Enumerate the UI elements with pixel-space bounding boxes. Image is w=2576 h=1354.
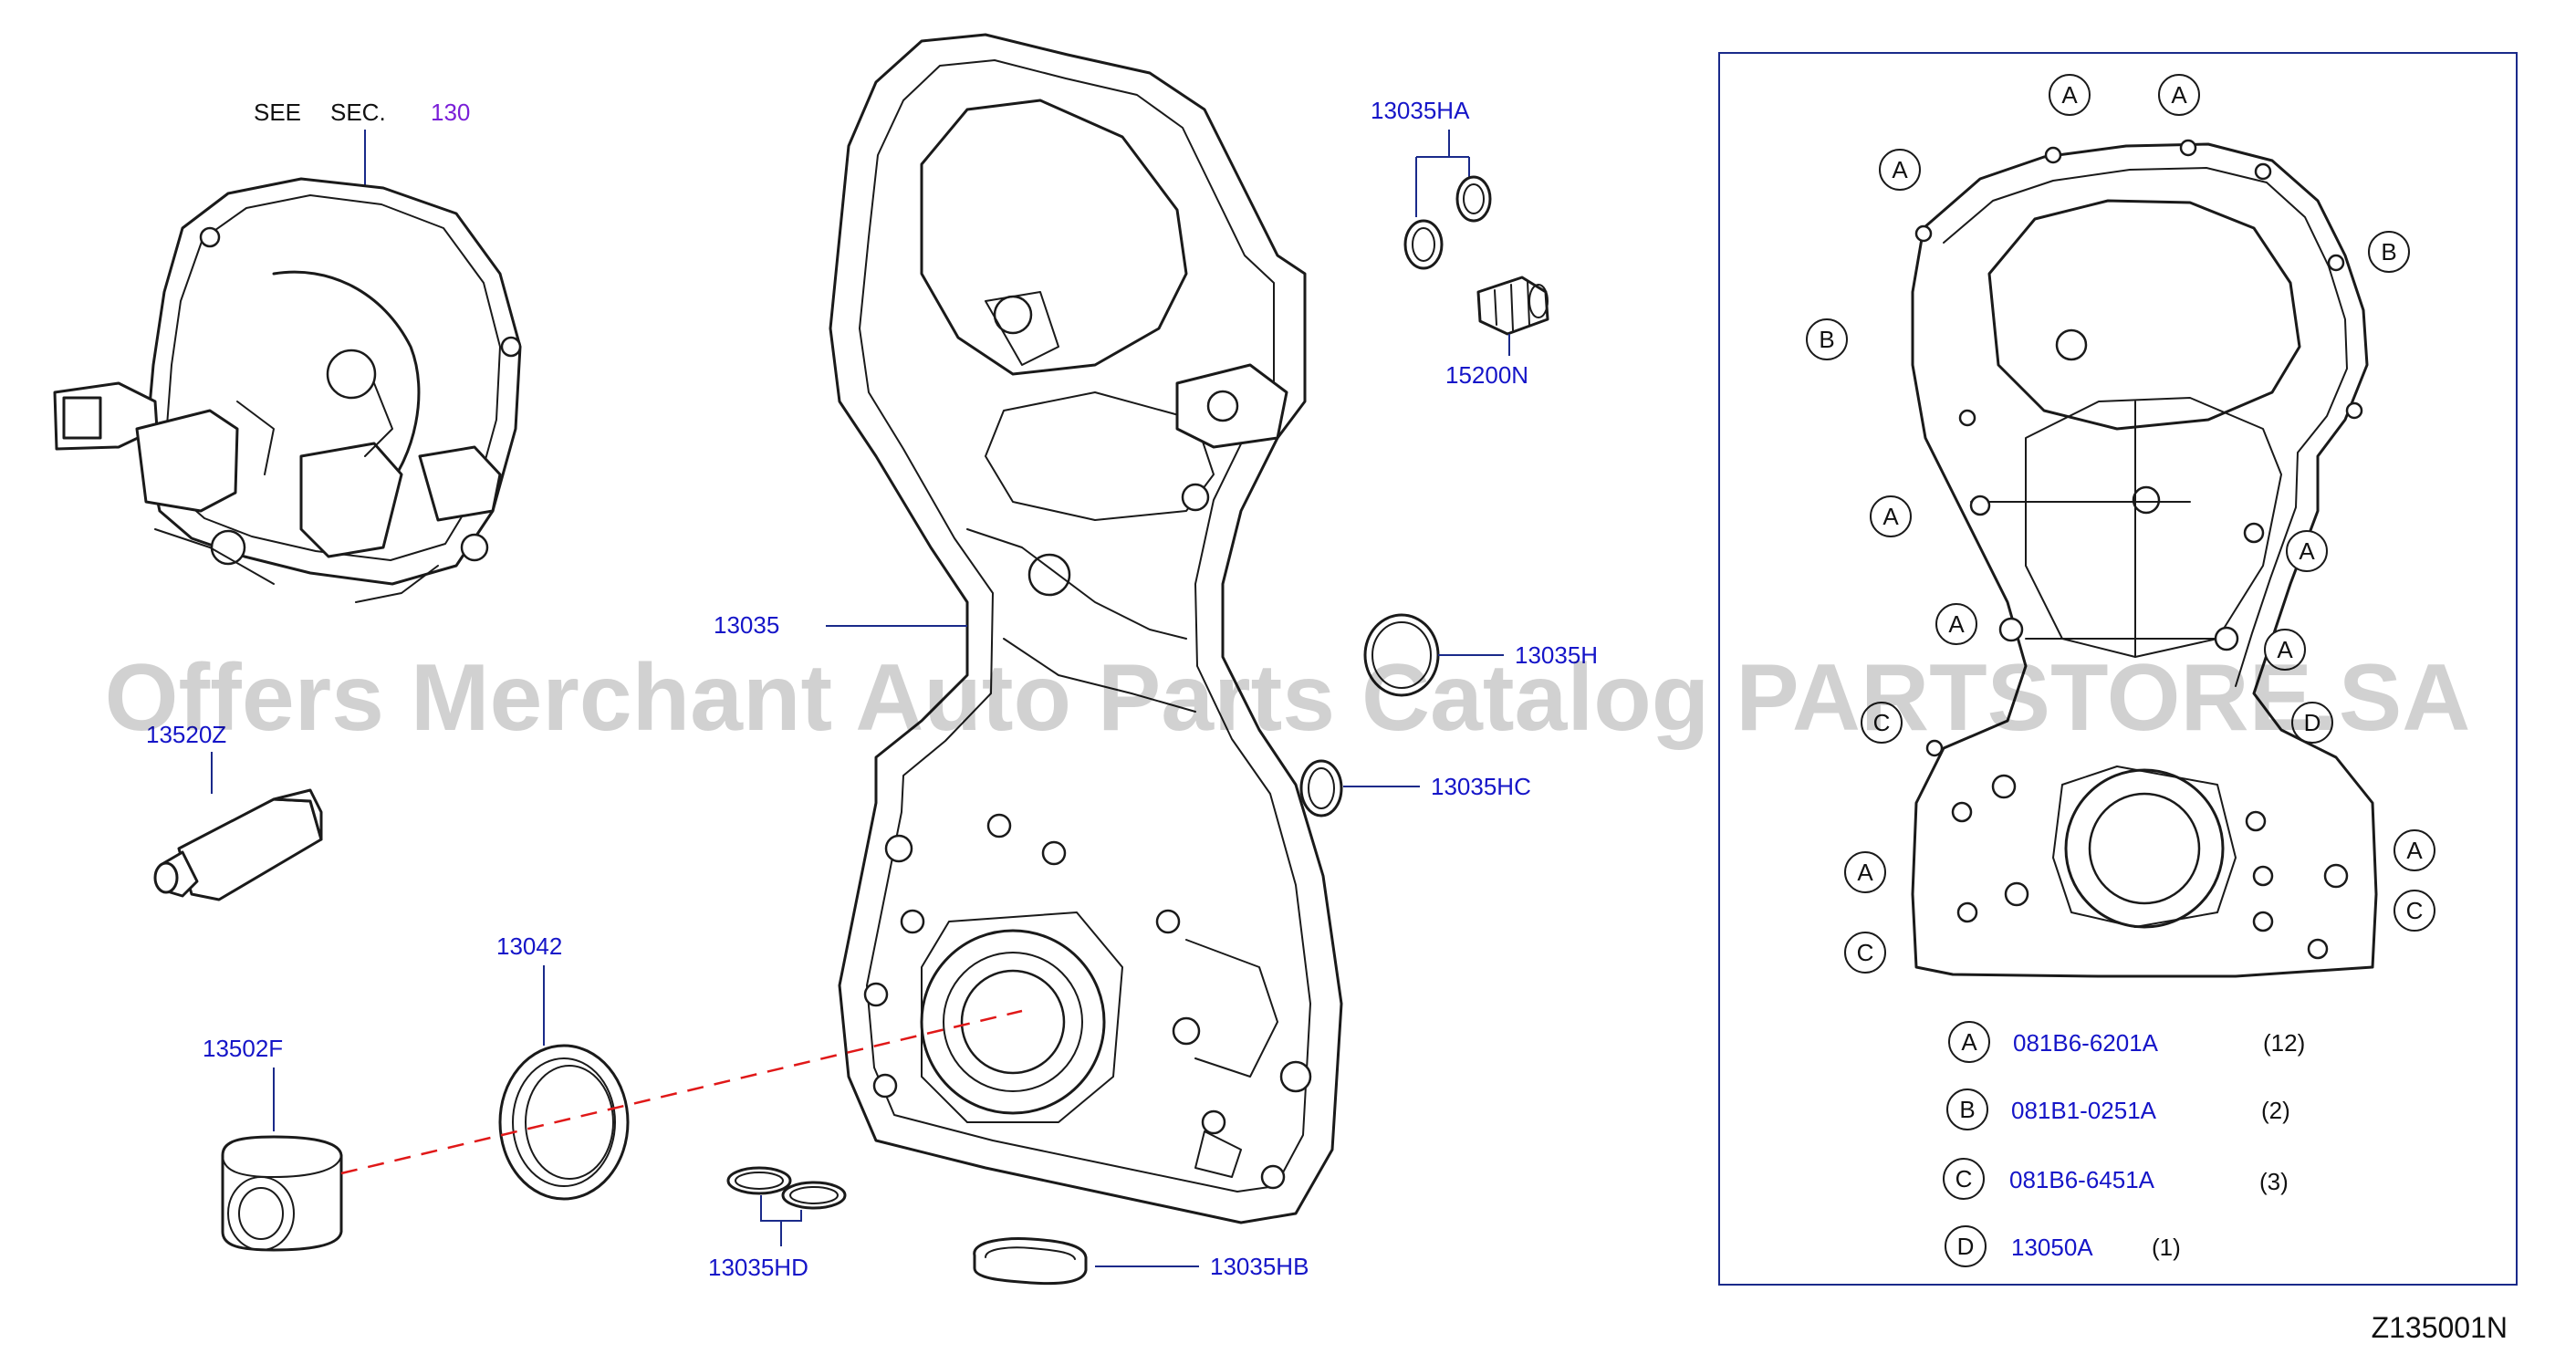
sec-label: SEC.	[330, 99, 386, 126]
svg-text:B: B	[2381, 238, 2396, 266]
alignment-axis	[340, 1009, 1023, 1175]
part-13035HD[interactable]: 13035HD	[708, 1166, 847, 1281]
part-number-13035HD[interactable]: 13035HD	[708, 1254, 808, 1281]
callout-d-1[interactable]: D	[2291, 702, 2333, 744]
o-ring-13035HA-2	[1455, 175, 1492, 223]
oil-seal-13042	[498, 1044, 630, 1201]
watermark: Offers Merchant Auto Parts Catalog PARTS…	[105, 645, 2471, 751]
part-13035HA[interactable]: 13035HA	[1371, 97, 1492, 270]
o-ring-13035HA-1	[1403, 219, 1444, 270]
front-cover-drawing	[829, 33, 1343, 1224]
part-13502F[interactable]: 13502F	[203, 1035, 343, 1252]
callout-a-9[interactable]: A	[2393, 829, 2435, 871]
svg-text:A: A	[1882, 503, 1899, 530]
legend-quantity: (1)	[2152, 1234, 2181, 1261]
o-ring-13035HC	[1299, 759, 1343, 818]
bolt-location-panel	[1718, 52, 2518, 1286]
drawing-id: Z135001N	[2372, 1311, 2508, 1344]
legend-part-number[interactable]: 081B6-6451A	[2009, 1166, 2155, 1193]
svg-text:A: A	[1961, 1028, 1977, 1056]
legend-row-d[interactable]: D 13050A (1)	[1945, 1225, 2181, 1267]
legend-row-c[interactable]: C 081B6-6451A (3)	[1943, 1158, 2289, 1200]
part-15200N[interactable]: 15200N	[1445, 276, 1549, 389]
legend-quantity: (12)	[2263, 1029, 2305, 1057]
sprocket-collar-13502F	[221, 1135, 343, 1252]
o-ring-13035HD-1	[726, 1166, 792, 1195]
callout-a-2[interactable]: A	[2158, 74, 2200, 116]
svg-text:C: C	[1873, 709, 1891, 736]
part-13035H[interactable]: 13035H	[1363, 613, 1598, 697]
svg-text:A: A	[1892, 156, 1908, 183]
part-number-13035HB[interactable]: 13035HB	[1210, 1253, 1309, 1280]
callout-a-7[interactable]: A	[2264, 629, 2306, 671]
legend-row-b[interactable]: B 081B1-0251A (2)	[1946, 1088, 2290, 1130]
svg-text:A: A	[1948, 610, 1965, 638]
svg-text:A: A	[2406, 837, 2423, 864]
callout-a-4[interactable]: A	[1870, 495, 1912, 537]
svg-text:A: A	[2299, 537, 2315, 565]
bolt-legend: A 081B6-6201A (12) B 081B1-0251A (2) C 0…	[1943, 1021, 2305, 1267]
legend-row-a[interactable]: A 081B6-6201A (12)	[1948, 1021, 2305, 1063]
callout-a-3[interactable]: A	[1879, 149, 1921, 191]
svg-text:C: C	[1955, 1165, 1973, 1193]
part-13035HB[interactable]: 13035HB	[973, 1237, 1309, 1286]
legend-part-number[interactable]: 081B1-0251A	[2011, 1097, 2157, 1124]
svg-text:B: B	[1819, 326, 1834, 353]
part-13035HC[interactable]: 13035HC	[1299, 759, 1531, 818]
callout-c-3[interactable]: C	[2393, 890, 2435, 932]
callout-a-8[interactable]: A	[1844, 851, 1886, 893]
part-number-13042[interactable]: 13042	[496, 932, 562, 960]
legend-quantity: (2)	[2261, 1097, 2290, 1124]
gasket-13035HB	[973, 1237, 1088, 1286]
callout-b-1[interactable]: B	[2368, 231, 2410, 273]
callout-c-2[interactable]: C	[1844, 932, 1886, 974]
leader-13035HD	[760, 1195, 802, 1246]
svg-text:D: D	[2304, 709, 2321, 736]
legend-part-number[interactable]: 081B6-6201A	[2013, 1029, 2159, 1057]
part-13042[interactable]: 13042	[496, 932, 630, 1201]
part-number-13035HC[interactable]: 13035HC	[1431, 773, 1531, 800]
part-number-13502F[interactable]: 13502F	[203, 1035, 283, 1062]
legend-quantity: (3)	[2259, 1168, 2289, 1195]
callout-c-1[interactable]: C	[1861, 702, 1903, 744]
bolt-callouts: A A A B B A A A A C D A A C C	[1806, 74, 2435, 974]
part-number-13035H[interactable]: 13035H	[1515, 641, 1598, 669]
part-13520Z[interactable]: 13520Z	[146, 721, 323, 901]
svg-text:A: A	[2277, 636, 2293, 663]
timing-chain-assembly-drawing	[53, 177, 522, 603]
legend-part-number[interactable]: 13050A	[2011, 1234, 2093, 1261]
bolt-location-cover-drawing	[1911, 139, 2378, 978]
callout-a-5[interactable]: A	[2286, 530, 2328, 572]
o-ring-13035HD-2	[781, 1181, 847, 1210]
see-section-reference[interactable]: SEE SEC. 130	[254, 99, 470, 199]
sealant-tube-13520Z	[177, 797, 323, 901]
leader-13035HA	[1415, 130, 1470, 217]
part-number-13035HA[interactable]: 13035HA	[1371, 97, 1470, 124]
svg-text:C: C	[1857, 939, 1874, 966]
callout-b-2[interactable]: B	[1806, 318, 1848, 360]
part-number-15200N[interactable]: 15200N	[1445, 361, 1528, 389]
svg-text:C: C	[2406, 897, 2424, 924]
part-13035[interactable]: 13035	[714, 611, 967, 639]
svg-text:A: A	[2171, 81, 2187, 109]
part-number-13520Z[interactable]: 13520Z	[146, 721, 226, 748]
svg-text:B: B	[1959, 1096, 1975, 1123]
part-number-13035[interactable]: 13035	[714, 611, 779, 639]
svg-text:A: A	[2061, 81, 2078, 109]
svg-text:A: A	[1857, 859, 1873, 886]
section-130-link[interactable]: 130	[431, 99, 470, 126]
callout-a-6[interactable]: A	[1935, 603, 1977, 645]
callout-a-1[interactable]: A	[2049, 74, 2091, 116]
svg-text:D: D	[1957, 1233, 1975, 1260]
see-label: SEE	[254, 99, 301, 126]
